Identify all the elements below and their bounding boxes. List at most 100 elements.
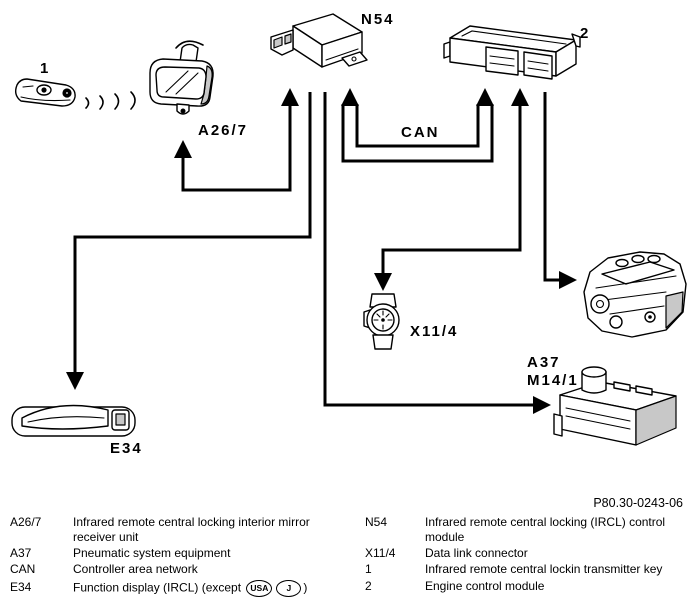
legend-row: A26/7 Infrared remote central locking in…: [10, 515, 328, 545]
engine-sensor-center: [648, 315, 652, 319]
arrow-up-mirror: [174, 140, 192, 158]
pump-top-bump: [613, 381, 631, 392]
module-seam: [325, 48, 359, 61]
legend-code: N54: [365, 515, 388, 529]
infrared-waves: [85, 91, 136, 110]
legend-code: X11/4: [365, 546, 396, 560]
pump-side-face: [635, 395, 677, 446]
engine-rib: [609, 305, 665, 315]
infrared-wave: [99, 95, 104, 110]
ecm-connector-ridge: [489, 55, 515, 67]
legend-row: N54 Infrared remote central locking (IRC…: [365, 515, 680, 545]
legend-text: Engine control module: [425, 579, 545, 593]
mirror-mount-arm: [175, 40, 204, 49]
label-data-link-connector: X11/4: [410, 323, 458, 340]
mirror-sensor-lens: [180, 108, 186, 114]
pump-motor-body: [581, 371, 607, 394]
engine-rib: [595, 275, 677, 289]
pump-motor-cap: [581, 366, 607, 378]
legend-row: CAN Controller area network: [10, 562, 328, 577]
pneumatic-pump: [553, 366, 677, 446]
mirror-receiver-unit: [149, 40, 214, 115]
label-transmitter-key: 1: [40, 60, 50, 77]
ecm-connector: [485, 46, 519, 76]
country-badge-j: J: [276, 580, 302, 597]
legend-text: Infrared remote central locking interior…: [73, 515, 310, 544]
ecm-side-face: [555, 39, 577, 77]
ecm-connector: [523, 51, 553, 80]
legend-text: Infrared remote central lockin transmitt…: [425, 562, 663, 576]
arrow-down-connector: [374, 273, 392, 291]
label-control-module: N54: [361, 11, 395, 28]
arrow-down-handle: [66, 372, 84, 390]
label-mirror-receiver: A26/7: [198, 122, 248, 139]
legend-code: 1: [365, 562, 372, 576]
connector-pins: [373, 310, 393, 330]
engine: [583, 251, 687, 338]
legend-text: Infrared remote central locking (IRCL) c…: [425, 515, 666, 544]
infrared-wave: [130, 91, 136, 110]
pump-connector: [553, 413, 563, 437]
mirror-reflection: [175, 72, 199, 95]
ecm-mounting-tab: [443, 41, 451, 59]
intake-runner: [631, 254, 645, 264]
legend-code: CAN: [10, 562, 36, 576]
legend-code: A26/7: [10, 515, 42, 529]
ecm-bracket: [571, 33, 581, 48]
module-mounting-tab: [341, 51, 368, 67]
module-mounting-hole: [351, 56, 357, 62]
label-engine-control-module: 2: [580, 25, 590, 42]
engine-rib: [603, 291, 667, 301]
legend-text: Pneumatic system equipment: [73, 546, 231, 560]
engine-pulley: [590, 294, 610, 314]
connections: [66, 88, 577, 414]
module-connector-block: [273, 36, 283, 49]
arrow-up-can-module: [341, 88, 359, 106]
engine-pulley-hub: [595, 299, 605, 309]
transmitter-key: [14, 78, 76, 107]
label-can-bus: CAN: [401, 124, 440, 141]
legend-row: X11/4 Data link connector: [365, 546, 680, 561]
label-door-handle: E34: [110, 440, 143, 457]
arrow-up-module: [281, 88, 299, 106]
ircl-system-diagram: 1 A26/7 N54 2 CAN X11/4 A37 M14/1 E34: [11, 11, 687, 457]
module-connector-block: [284, 33, 292, 45]
key-button-center: [41, 87, 47, 93]
legend-text-suffix: ): [303, 580, 308, 595]
arrow-right-pump: [533, 396, 551, 414]
engine-control-module: [443, 25, 581, 80]
intake-runner: [615, 258, 629, 268]
handle-lock-symbol: [115, 413, 126, 426]
key-edge: [20, 96, 71, 102]
infrared-wave: [85, 97, 90, 109]
pump-top-bump: [635, 385, 653, 396]
ecm-top-edge: [461, 30, 567, 45]
legend-row: 2 Engine control module: [365, 579, 680, 594]
legend-text: Data link connector: [425, 546, 528, 560]
pump-front-rib: [565, 407, 631, 422]
legend-code: A37: [10, 546, 32, 560]
mirror-glass: [155, 66, 207, 100]
wire-ecm-to-connector: [381, 104, 522, 275]
can-bus-inner: [355, 104, 480, 148]
arrow-right-engine: [559, 271, 577, 289]
ircl-control-module: [270, 13, 368, 68]
legend-row: A37 Pneumatic system equipment: [10, 546, 328, 561]
connector-center-pin: [381, 318, 385, 322]
intake-runner: [647, 254, 661, 264]
wire-ecm-to-engine: [543, 92, 561, 282]
handle-grip-edge: [27, 416, 105, 423]
arrow-up-can-ecm: [476, 88, 494, 106]
mirror-mount: [179, 43, 199, 63]
arrow-up-ecm: [511, 88, 529, 106]
cylinder-head-cover: [601, 261, 675, 285]
mirror-housing-edge: [200, 65, 213, 105]
key-ring-hole: [64, 90, 70, 96]
wire-module-to-handle: [73, 92, 312, 374]
wire-module-to-mirror: [181, 104, 292, 192]
key-grip-line: [22, 85, 34, 88]
legend-code: E34: [10, 580, 32, 594]
legend-text: Controller area network: [73, 562, 198, 576]
connector-top-tab: [369, 293, 397, 308]
